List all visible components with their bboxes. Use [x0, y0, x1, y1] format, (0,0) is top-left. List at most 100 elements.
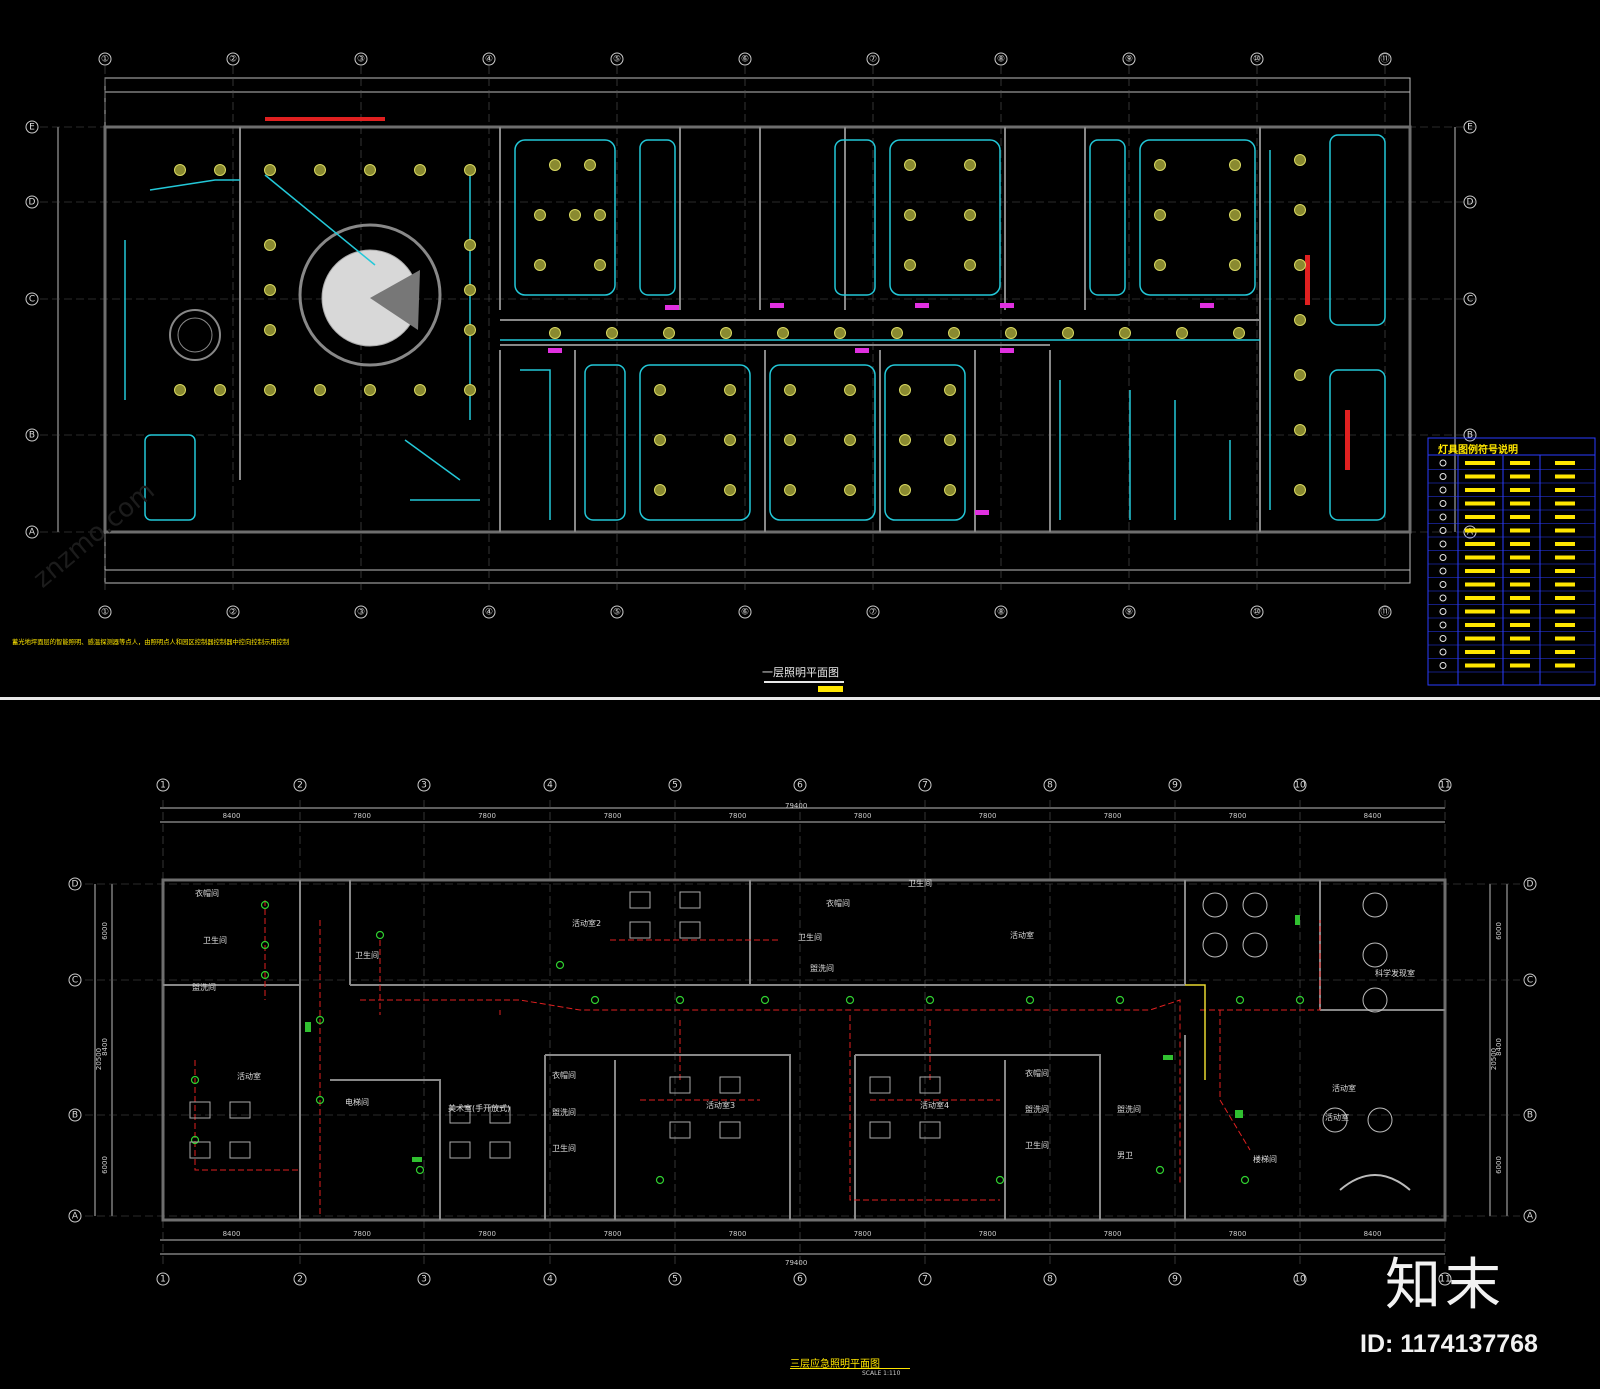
plan1-axis-bubble: [1463, 428, 1477, 442]
light-fixture: [724, 384, 736, 396]
plan2-room-label: 盥洗间: [1025, 1105, 1049, 1114]
plan2-emergency-lights: [190, 900, 1305, 1185]
emergency-light: [315, 1015, 325, 1025]
plan2-left-dim: 8400: [1494, 1037, 1503, 1056]
emergency-light: [1155, 1165, 1165, 1175]
emergency-light: [995, 1175, 1005, 1185]
legend-symbol: [1439, 594, 1447, 602]
light-fixture: [891, 327, 903, 339]
plan1-axis-label: C: [1467, 295, 1473, 305]
plan2-room-label: 盥洗间: [1117, 1105, 1141, 1114]
light-fixture: [964, 209, 976, 221]
emergency-light: [845, 995, 855, 1005]
light-fixture: [1294, 259, 1306, 271]
plan2-axis-bubble: [156, 778, 170, 792]
legend-desc-bar: [1465, 663, 1495, 668]
plan1-axis-label: D: [1467, 198, 1474, 208]
plan2-dim-top: 7800: [854, 812, 872, 820]
plan2-room-label: 活动室4: [920, 1101, 950, 1110]
plan1-axis-bubble: [1463, 292, 1477, 306]
table-furniture: [449, 1106, 471, 1124]
legend-symbol: [1439, 513, 1447, 521]
light-fixture: [464, 324, 476, 336]
light-fixture: [844, 384, 856, 396]
plan1-axis-bubble: [866, 52, 880, 66]
plan2-dim-bottom: 7800: [478, 1230, 496, 1238]
plan2-dim-bottom: 7800: [854, 1230, 872, 1238]
plan2-axis-bubble: [1523, 973, 1537, 987]
light-fixture: [534, 209, 546, 221]
emergency-light: [590, 995, 600, 1005]
plan1-axis-label: B: [1467, 431, 1473, 441]
light-fixture: [1294, 204, 1306, 216]
plan2-axis-label: 6: [797, 781, 803, 791]
plan2-axis-label: 6: [797, 1275, 803, 1285]
plan2-axis-label: 9: [1172, 1275, 1178, 1285]
legend-desc-bar: [1465, 474, 1495, 479]
plan2-axis-label: 11: [1439, 781, 1450, 791]
plan1-lobby-circle: [298, 223, 442, 367]
light-fixture: [834, 327, 846, 339]
legend-spec-bar: [1510, 582, 1530, 587]
plan2-room-label: 卫生间: [552, 1144, 576, 1153]
plan2-furniture: [189, 891, 1393, 1159]
plan2-room-label: 盥洗间: [810, 964, 834, 973]
legend-spec-bar: [1510, 636, 1530, 641]
light-fixture: [948, 327, 960, 339]
plan1-light-fixtures: [174, 154, 1306, 496]
plan2-axis-bubble: [793, 1272, 807, 1286]
legend-symbol: [1439, 540, 1447, 548]
light-fixture: [944, 434, 956, 446]
light-fixture: [1176, 327, 1188, 339]
table-furniture: [719, 1076, 741, 1094]
light-fixture: [899, 434, 911, 446]
light-fixture: [899, 484, 911, 496]
light-fixture: [1229, 159, 1241, 171]
plan2-total-dim-top: 79400: [785, 802, 808, 810]
table-furniture: [679, 921, 701, 939]
plan1-axis-bubble: [482, 605, 496, 619]
light-fixture: [904, 209, 916, 221]
plan1-building-outline: [103, 125, 1412, 534]
plan2-axis-bubble: [417, 1272, 431, 1286]
plan1-axis-label: ⑥: [741, 55, 749, 65]
round-table: [1322, 1107, 1348, 1133]
plan2-left-dim: 6000: [100, 922, 109, 940]
light-fixture: [1154, 209, 1166, 221]
emergency-light: [260, 940, 270, 950]
plan1-axis-label: C: [29, 295, 35, 305]
plan2-axis-bubble: [68, 1108, 82, 1122]
plan2-room-label: 衣帽间: [552, 1071, 576, 1080]
plan2-room-label: 卫生间: [1025, 1141, 1049, 1150]
plan1-axis-bubble: [1122, 605, 1136, 619]
legend-qty-bar: [1555, 623, 1575, 627]
sheet-separator: [0, 697, 1600, 700]
plan2-axis-bubble: [668, 778, 682, 792]
plan2-axis-label: D: [1527, 880, 1534, 890]
plan1-title: 一层照明平面图: [762, 666, 839, 679]
light-fixture: [606, 327, 618, 339]
table-furniture: [719, 1121, 741, 1139]
legend-spec-bar: [1510, 596, 1530, 600]
light-fixture: [174, 384, 186, 396]
emergency-light: [925, 995, 935, 1005]
light-fixture: [654, 484, 666, 496]
light-fixture: [1294, 424, 1306, 436]
legend-desc-bar: [1465, 501, 1495, 506]
plan1-axis-label: ⑪: [1380, 607, 1389, 618]
light-fixture: [214, 384, 226, 396]
plan2-dim-top: 8400: [1364, 812, 1382, 820]
plan2-axis-bubble: [68, 973, 82, 987]
plan2-exit-signs: [305, 915, 1300, 1162]
plan2-room-label: 活动室: [1010, 931, 1034, 940]
plan2-left-dim: 8400: [100, 1037, 109, 1056]
plan1-axis-label: ⑨: [1125, 55, 1133, 65]
table-furniture: [629, 921, 651, 939]
plan1-axis-bubble: [354, 52, 368, 66]
emergency-light: [1025, 995, 1035, 1005]
plan1-axis-bubble: [738, 52, 752, 66]
light-fixture: [1294, 484, 1306, 496]
plan2-dim-top: 8400: [223, 812, 241, 820]
